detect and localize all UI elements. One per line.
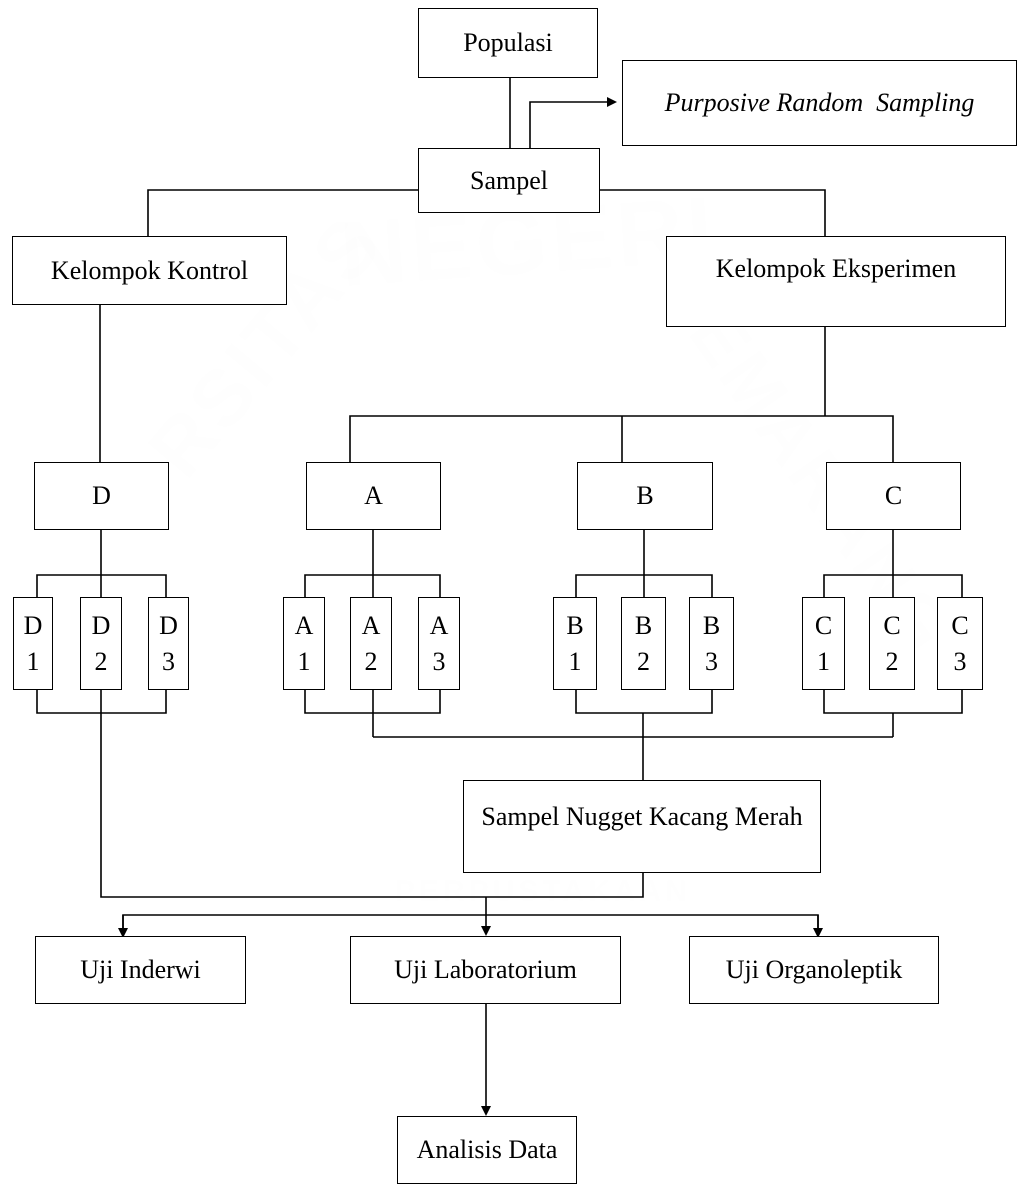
subgroup-a1-letter: A	[294, 611, 314, 641]
subgroup-d3-letter: D	[159, 611, 178, 641]
sampling-method-box: Purposive Random Sampling	[622, 60, 1017, 146]
group-b-box: B	[577, 462, 713, 530]
subgroup-b2-number: 2	[637, 646, 650, 676]
group-c-box: C	[826, 462, 961, 530]
subgroup-d1-number: 1	[26, 646, 40, 676]
sampel-nugget-label: Sampel Nugget Kacang Merah	[481, 802, 803, 831]
subgroup-a3-letter: A	[429, 611, 449, 641]
group-a-box: A	[306, 462, 441, 530]
sampel-nugget-box: Sampel Nugget Kacang Merah	[463, 780, 821, 873]
uji-inderwi-label: Uji Inderwi	[80, 955, 201, 985]
uji-laboratorium-label: Uji Laboratorium	[394, 955, 577, 985]
uji-laboratorium-box: Uji Laboratorium	[350, 936, 621, 1004]
subgroup-a2-number: 2	[364, 646, 378, 676]
subgroup-b1-letter: B	[566, 611, 584, 641]
subgroup-d1-letter: D	[23, 611, 43, 641]
subgroup-a1-number: 1	[297, 646, 311, 676]
group-d-box: D	[34, 462, 169, 530]
subgroup-c2-number: 2	[885, 646, 899, 676]
uji-organoleptik-label: Uji Organoleptik	[725, 955, 903, 985]
subgroup-b3-letter: B	[702, 611, 721, 641]
analisis-data-label: Analisis Data	[416, 1135, 558, 1165]
group-c-label: C	[884, 481, 903, 511]
subgroup-c1-number: 1	[817, 646, 830, 676]
subgroup-b1-number: 1	[568, 646, 582, 676]
group-b-label: B	[636, 481, 654, 511]
uji-organoleptik-box: Uji Organoleptik	[689, 936, 939, 1004]
subgroup-b2-letter: B	[634, 611, 653, 641]
subgroup-d2-letter: D	[91, 611, 111, 641]
subgroup-c2-letter: C	[883, 611, 901, 641]
kelompok-kontrol-label: Kelompok Kontrol	[50, 255, 249, 285]
sampling-method-label: Purposive Random Sampling	[664, 88, 975, 118]
subgroup-b3-number: 3	[705, 646, 718, 676]
subgroup-a3-number: 3	[432, 646, 446, 676]
kelompok-kontrol-box: Kelompok Kontrol	[12, 236, 287, 305]
subgroup-c1-letter: C	[814, 611, 833, 641]
populasi-box: Populasi	[418, 8, 598, 78]
kelompok-eksperimen-box: Kelompok Eksperimen	[666, 236, 1006, 327]
group-d-label: D	[92, 481, 111, 511]
subgroup-d3-number: 3	[162, 646, 175, 676]
subgroup-c3-letter: C	[951, 611, 969, 641]
kelompok-eksperimen-label: Kelompok Eksperimen	[715, 254, 957, 283]
subgroup-c3-number: 3	[953, 646, 967, 676]
sampel-box: Sampel	[418, 148, 600, 213]
analisis-data-box: Analisis Data	[397, 1116, 577, 1184]
populasi-label: Populasi	[463, 28, 553, 58]
sampel-label: Sampel	[470, 165, 548, 195]
subgroup-a2-letter: A	[361, 611, 381, 641]
subgroup-d2-number: 2	[94, 646, 108, 676]
group-a-label: A	[364, 481, 383, 511]
uji-inderwi-box: Uji Inderwi	[35, 936, 246, 1004]
